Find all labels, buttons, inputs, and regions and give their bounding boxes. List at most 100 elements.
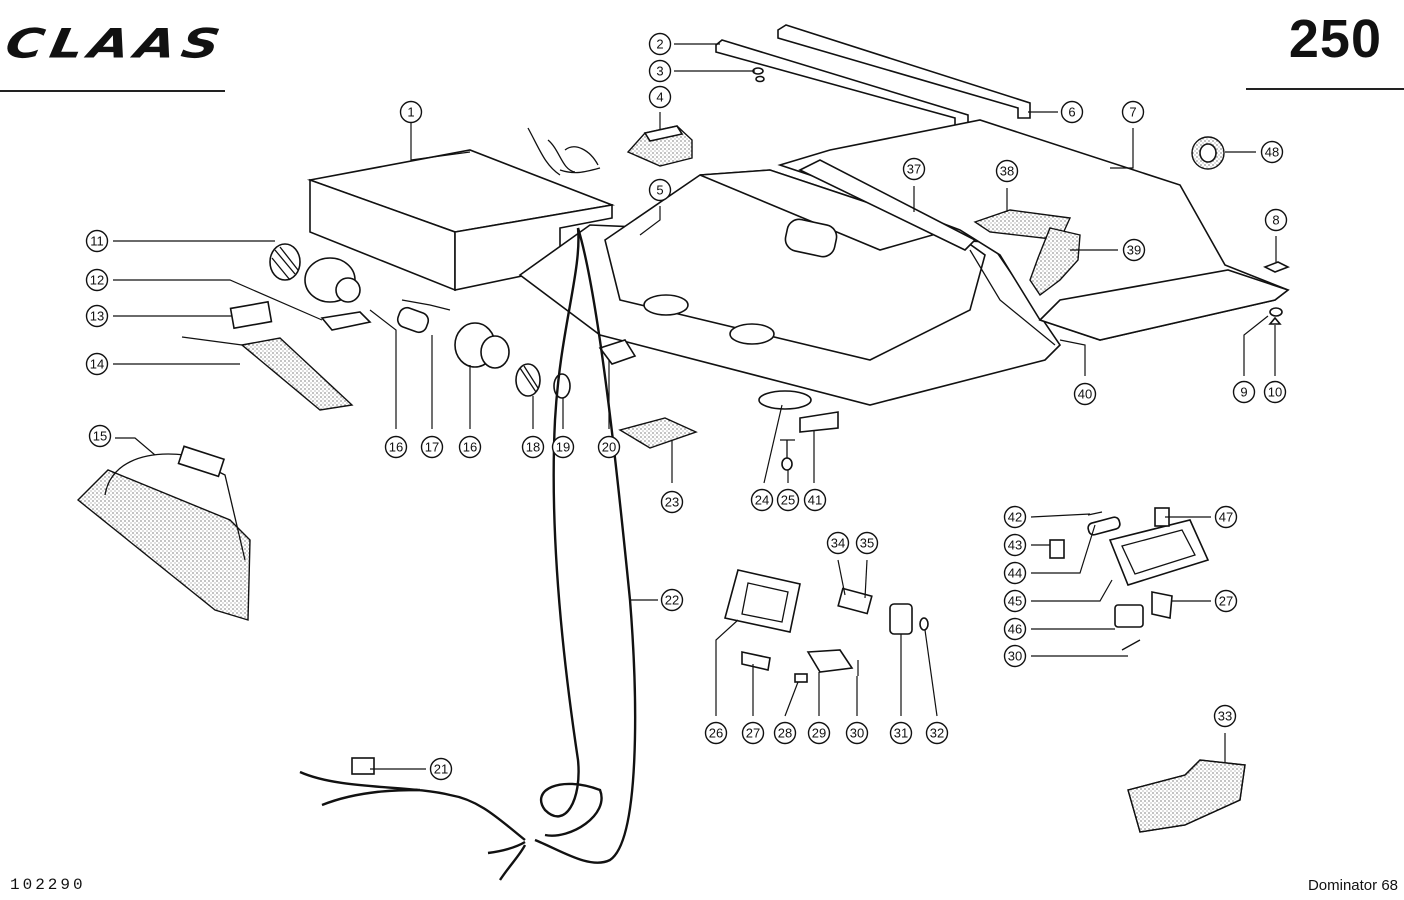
callout-13: 13 (85, 304, 109, 328)
svg-text:1: 1 (407, 105, 414, 120)
callout-31: 31 (889, 721, 913, 745)
callout-46: 46 (1003, 617, 1027, 641)
page-number: 250 (1288, 9, 1382, 69)
svg-text:39: 39 (1127, 243, 1141, 258)
svg-text:34: 34 (831, 536, 845, 551)
callout-38: 38 (995, 159, 1019, 183)
callout-16b: 16 (458, 435, 482, 459)
svg-text:48: 48 (1265, 145, 1279, 160)
svg-text:37: 37 (907, 162, 921, 177)
part-1-wire-loom (527, 127, 601, 176)
part-42-bulb (1087, 511, 1103, 516)
svg-text:8: 8 (1272, 213, 1279, 228)
callout-45: 45 (1003, 589, 1027, 613)
svg-text:43: 43 (1008, 538, 1022, 553)
part-44-lamp-housing (1087, 516, 1121, 536)
callout-39: 39 (1122, 238, 1146, 262)
part-34-35-switch (837, 587, 873, 615)
svg-text:29: 29 (812, 726, 826, 741)
svg-text:16: 16 (389, 440, 403, 455)
svg-text:3: 3 (656, 64, 663, 79)
svg-text:13: 13 (90, 309, 104, 324)
svg-text:30: 30 (850, 726, 864, 741)
callout-12: 12 (85, 268, 109, 292)
callout-42: 42 (1003, 505, 1027, 529)
svg-text:44: 44 (1008, 566, 1022, 581)
part-4-console (626, 125, 693, 167)
callout-35: 35 (855, 531, 879, 555)
part-22-cable-branch (534, 227, 637, 864)
callout-6: 6 (1060, 100, 1084, 124)
svg-text:2: 2 (656, 37, 663, 52)
svg-text:27: 27 (746, 726, 760, 741)
callout-16a: 16 (384, 435, 408, 459)
part-45-control-panel (1108, 519, 1210, 586)
part-11-fan-wheel (269, 243, 301, 281)
callout-27b: 27 (1214, 589, 1238, 613)
svg-text:12: 12 (90, 273, 104, 288)
part-12-mounting-plate (320, 311, 372, 331)
svg-text:15: 15 (93, 429, 107, 444)
callout-26: 26 (704, 721, 728, 745)
svg-text:31: 31 (894, 726, 908, 741)
svg-text:21: 21 (434, 762, 448, 777)
svg-text:40: 40 (1078, 387, 1092, 402)
part-9-nut (1269, 307, 1283, 317)
svg-text:45: 45 (1008, 594, 1022, 609)
svg-text:27: 27 (1219, 594, 1233, 609)
svg-text:22: 22 (665, 593, 679, 608)
part-1-control-box (306, 149, 615, 292)
callout-14: 14 (85, 352, 109, 376)
part-8-clip (1263, 261, 1290, 273)
part-3-washer (752, 67, 765, 83)
svg-text:46: 46 (1008, 622, 1022, 637)
part-17-motor (396, 299, 451, 334)
svg-text:35: 35 (860, 536, 874, 551)
svg-text:47: 47 (1219, 510, 1233, 525)
part-40-rail (969, 249, 1056, 346)
callout-47: 47 (1214, 505, 1238, 529)
svg-text:30: 30 (1008, 649, 1022, 664)
svg-text:42: 42 (1008, 510, 1022, 525)
part-33-storage-tray (1127, 759, 1246, 833)
callout-18: 18 (521, 435, 545, 459)
svg-text:23: 23 (665, 495, 679, 510)
callout-5: 5 (648, 178, 672, 202)
part-22-cable-harness (539, 227, 603, 837)
part-26-instrument-panel (724, 569, 801, 633)
part-39-insulation-piece (1029, 227, 1081, 297)
callout-24: 24 (750, 488, 774, 512)
callout-44: 44 (1003, 561, 1027, 585)
part-20-cover-plate (598, 339, 637, 365)
callout-27a: 27 (741, 721, 765, 745)
part-15-headliner (76, 445, 251, 621)
callout-30b: 30 (1003, 644, 1027, 668)
part-14-filter (181, 336, 354, 411)
callout-40: 40 (1073, 382, 1097, 406)
part-38-insulation (973, 209, 1072, 241)
callout-7: 7 (1121, 100, 1145, 124)
callout-43: 43 (1003, 533, 1027, 557)
part-31-knob (889, 603, 913, 635)
part-32-ring (919, 617, 929, 631)
svg-text:28: 28 (778, 726, 792, 741)
callout-20: 20 (597, 435, 621, 459)
callout-11: 11 (85, 229, 109, 253)
svg-text:16: 16 (463, 440, 477, 455)
header-rule-right (1246, 88, 1404, 90)
svg-text:11: 11 (90, 234, 104, 249)
svg-text:32: 32 (930, 726, 944, 741)
svg-text:41: 41 (808, 493, 822, 508)
part-18-fan-wheel (515, 363, 541, 397)
callout-41: 41 (803, 488, 827, 512)
svg-text:38: 38 (1000, 164, 1014, 179)
callout-34: 34 (826, 531, 850, 555)
callout-22: 22 (660, 588, 684, 612)
svg-text:26: 26 (709, 726, 723, 741)
callout-30a: 30 (845, 721, 869, 745)
callout-48: 48 (1260, 140, 1284, 164)
callout-10: 10 (1263, 380, 1287, 404)
svg-text:4: 4 (656, 90, 663, 105)
callout-29: 29 (807, 721, 831, 745)
part-23-grille (618, 417, 698, 449)
